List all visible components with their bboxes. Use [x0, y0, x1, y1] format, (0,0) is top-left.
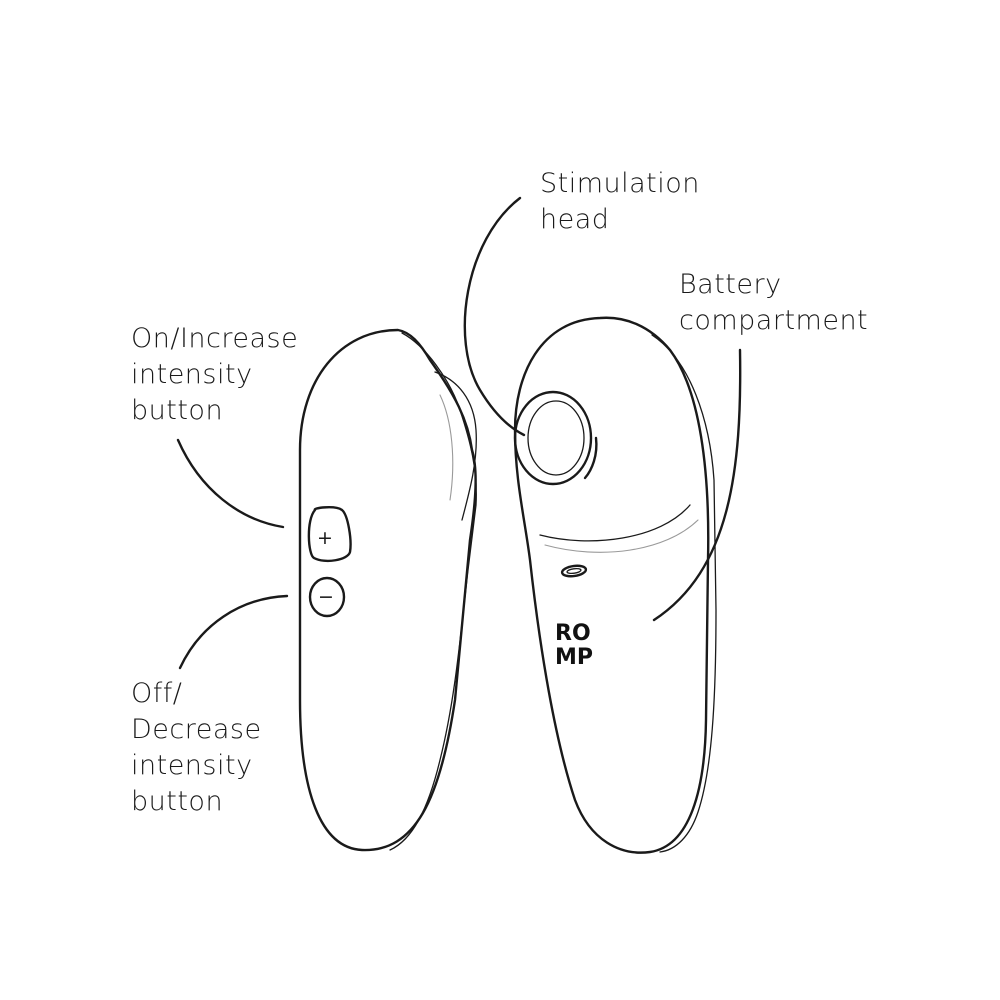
romp-logo: RO MP: [555, 621, 593, 670]
increase-button[interactable]: +: [307, 506, 352, 563]
label-battery-compartment: Battery compartment: [679, 269, 869, 336]
right-body-outline: [513, 316, 710, 854]
stimulation-head: [513, 390, 598, 486]
head-cap-seam: [539, 504, 691, 542]
leader-battery: [652, 348, 742, 622]
minus-symbol: −: [318, 586, 334, 608]
logo-line-1: RO: [555, 621, 591, 646]
label-on-increase-button: On/Increase intensity button: [131, 323, 299, 426]
label-off-decrease-button: Off/ Decrease intensity button: [131, 678, 262, 817]
device-front-view: RO MP: [513, 316, 717, 854]
decrease-button[interactable]: −: [308, 576, 346, 618]
left-body-ridge: [389, 332, 477, 851]
device-side-view: + −: [298, 328, 477, 852]
plus-symbol: +: [317, 527, 333, 549]
left-body-outline: [298, 328, 477, 852]
left-head-bump: [434, 371, 477, 521]
leader-stimulation-head: [463, 196, 526, 437]
leader-off-decrease: [178, 594, 289, 670]
stimulation-head-inner: [527, 400, 585, 476]
label-stimulation-head: Stimulation head: [540, 168, 700, 235]
logo-line-2: MP: [555, 645, 593, 670]
led-indicator: [560, 564, 588, 578]
increase-button-outline: [307, 506, 352, 563]
decrease-button-outline: [308, 576, 346, 618]
leader-on-increase: [176, 438, 285, 529]
stimulation-head-outer: [513, 390, 593, 486]
right-body-ridge: [651, 334, 717, 853]
